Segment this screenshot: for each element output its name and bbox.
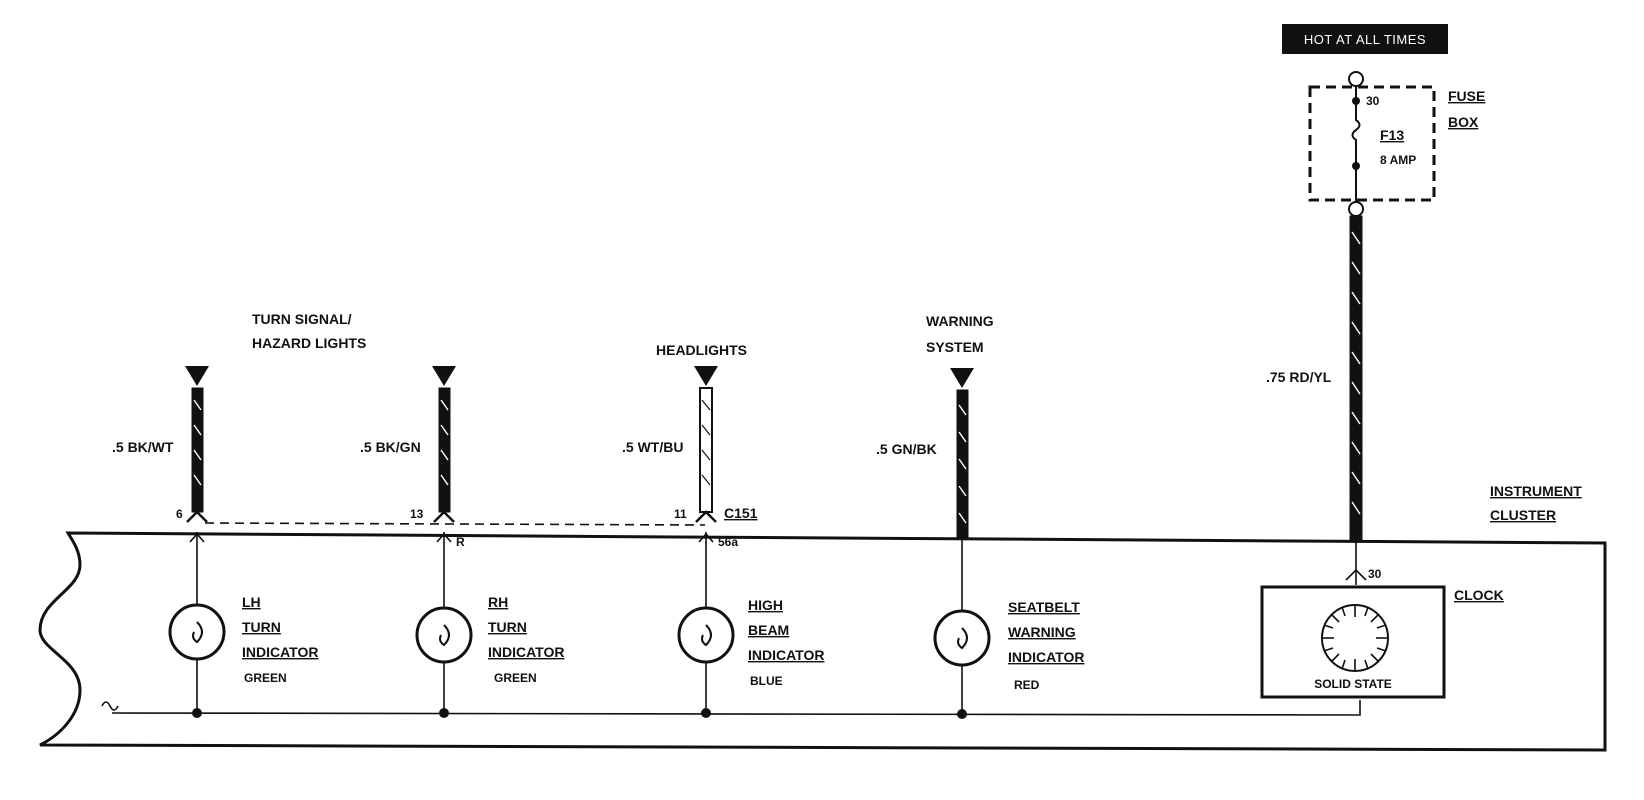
indicator-1-color: GREEN [244,671,287,685]
circuit-2-arrow [436,532,452,543]
circuit-3-terminal: 56a [718,535,738,549]
fuse-terminal-number: 30 [1366,94,1380,108]
circuit-1-arrow [189,532,205,543]
source-1-line-1: TURN SIGNAL/ [252,311,352,327]
wire-3-stripes [701,399,711,486]
circuit-3-arrow [698,532,714,543]
fuse-box-label-1: FUSE [1448,88,1485,104]
wire-4-stripes [958,404,967,524]
indicator-2-line-1: RH [488,594,508,610]
source-3-arrow [950,368,974,388]
rh-turn-indicator-bulb [415,606,473,664]
wire-3-label: .5 WT/BU [622,439,683,455]
high-beam-indicator-filament [701,624,712,647]
circuit-1-ground-junction [192,708,202,718]
wire-1 [191,387,204,513]
clock-feed-wire [1349,215,1363,543]
indicator-4-line-2: WARNING [1008,624,1076,640]
clock-terminal-number: 30 [1368,567,1382,581]
wire-2-label: .5 BK/GN [360,439,421,455]
source-1b-arrow [432,366,456,386]
connector-c151-label: C151 [724,505,758,521]
clock-feed-wire-stripes [1351,231,1361,515]
wire-2 [438,387,451,513]
seatbelt-warning-indicator-filament [957,627,968,650]
battery-terminal [1348,71,1364,87]
hot-label: HOT AT ALL TIMES [1304,32,1426,47]
pin-1-connector [186,510,208,523]
high-beam-indicator-bulb [677,606,735,664]
wire-1-label: .5 BK/WT [112,439,174,455]
indicator-4-line-1: SEATBELT [1008,599,1080,615]
fuse-rating: 8 AMP [1380,153,1416,167]
indicator-1-line-1: LH [242,594,261,610]
source-3-line-1: WARNING [926,313,994,329]
fuse-box-output-terminal [1348,201,1364,217]
lh-turn-indicator-bulb [168,603,226,661]
fuse-box-label-2: BOX [1448,114,1479,130]
clock-label: CLOCK [1454,587,1504,603]
seatbelt-warning-indicator-bulb [933,609,991,667]
ground-bus [111,700,1361,716]
source-1-arrow [185,366,209,386]
connector-dashed-line [204,522,706,526]
wire-2-stripes [440,399,449,486]
wire-1-stripes [193,399,202,486]
source-1-line-2: HAZARD LIGHTS [252,335,366,351]
instrument-cluster-label-1: INSTRUMENT [1490,483,1582,499]
circuit-4-ground-junction [957,709,967,719]
pin-3-number: 11 [674,507,687,521]
indicator-1-line-2: TURN [242,619,281,635]
source-2-line-1: HEADLIGHTS [656,342,747,358]
indicator-2-color: GREEN [494,671,537,685]
circuit-3-ground-junction [701,708,711,718]
indicator-3-line-2: BEAM [748,622,789,638]
wire-4-label: .5 GN/BK [876,441,937,457]
instrument-cluster-label-2: CLUSTER [1490,507,1556,523]
fuse-name: F13 [1380,127,1404,143]
indicator-4-color: RED [1014,678,1040,692]
pin-2-connector [433,510,455,523]
clock-type-label: SOLID STATE [1314,677,1392,691]
wire-3 [699,387,713,513]
indicator-2-line-2: TURN [488,619,527,635]
ground-symbol [101,701,119,711]
circuit-2-ground-junction [439,708,449,718]
circuit-2-terminal: R [456,535,465,549]
clock-ticks [1322,605,1388,671]
hot-at-all-times-badge: HOT AT ALL TIMES [1282,24,1448,54]
indicator-2-line-3: INDICATOR [488,644,564,660]
pin-3-connector [695,510,717,523]
pin-2-number: 13 [410,507,424,521]
pin-1-number: 6 [176,507,183,521]
clock-box [1260,585,1446,699]
indicator-4-line-3: INDICATOR [1008,649,1084,665]
source-3-line-2: SYSTEM [926,339,984,355]
source-2-arrow [694,366,718,386]
instrument-cluster-outline [38,531,1607,752]
indicator-1-line-3: INDICATOR [242,644,318,660]
indicator-3-color: BLUE [750,674,783,688]
fuse-element [1351,101,1361,166]
indicator-3-line-1: HIGH [748,597,783,613]
fuse-box [1308,85,1436,202]
indicator-3-line-3: INDICATOR [748,647,824,663]
rh-turn-indicator-filament [439,624,450,647]
clock-feed-wire-label: .75 RD/YL [1266,369,1332,385]
lh-turn-indicator-filament [192,621,203,644]
clock-terminal-arrow [1345,568,1367,581]
